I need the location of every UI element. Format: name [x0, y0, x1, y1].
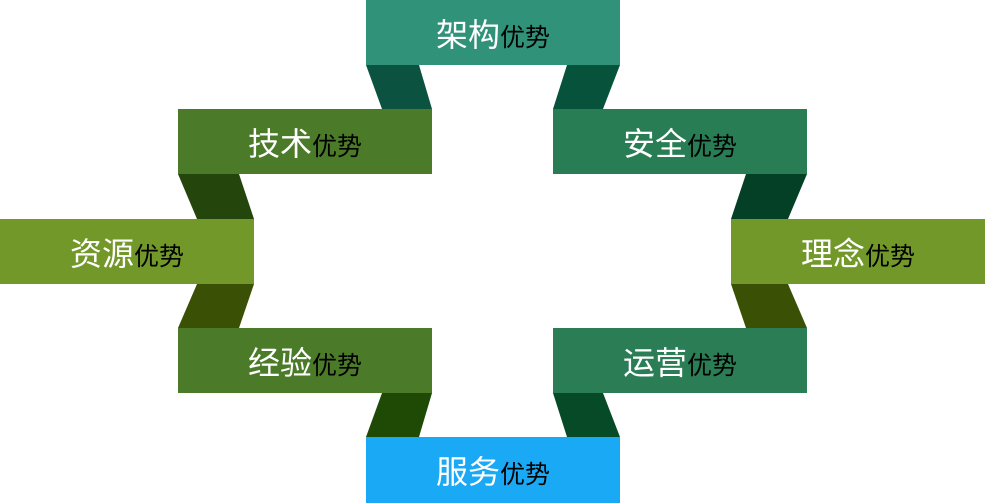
connector-architecture-security	[553, 65, 620, 109]
connector-architecture-technology	[366, 65, 432, 109]
box-experience: 经验优势	[178, 328, 432, 393]
box-service: 服务优势	[366, 437, 620, 503]
box-label: 技术	[247, 124, 312, 163]
box-label: 架构	[435, 15, 500, 54]
box-suffix: 优势	[500, 460, 551, 489]
box-suffix: 优势	[134, 241, 185, 271]
box-label: 运营	[622, 343, 687, 382]
box-suffix: 优势	[312, 131, 363, 161]
connector-operations-service	[553, 393, 620, 437]
box-suffix: 优势	[687, 350, 738, 380]
box-security: 安全优势	[553, 109, 807, 174]
box-suffix: 优势	[500, 22, 551, 52]
connector-experience-service	[366, 393, 432, 437]
box-philosophy: 理念优势	[731, 219, 985, 284]
connector-security-philosophy	[731, 174, 807, 219]
box-label: 资源	[69, 234, 134, 273]
box-label: 安全	[622, 124, 687, 163]
box-label: 理念	[800, 234, 865, 273]
box-technology: 技术优势	[178, 109, 432, 174]
box-suffix: 优势	[312, 350, 363, 380]
connector-technology-resources	[178, 174, 254, 219]
box-operations: 运营优势	[553, 328, 807, 393]
connector-resources-experience	[178, 284, 254, 328]
box-suffix: 优势	[687, 131, 738, 161]
connector-philosophy-operations	[731, 284, 807, 328]
box-architecture: 架构优势	[366, 0, 620, 65]
box-label: 经验	[247, 343, 312, 382]
box-suffix: 优势	[865, 241, 916, 271]
box-label: 服务	[435, 453, 500, 491]
box-resources: 资源优势	[0, 219, 254, 284]
